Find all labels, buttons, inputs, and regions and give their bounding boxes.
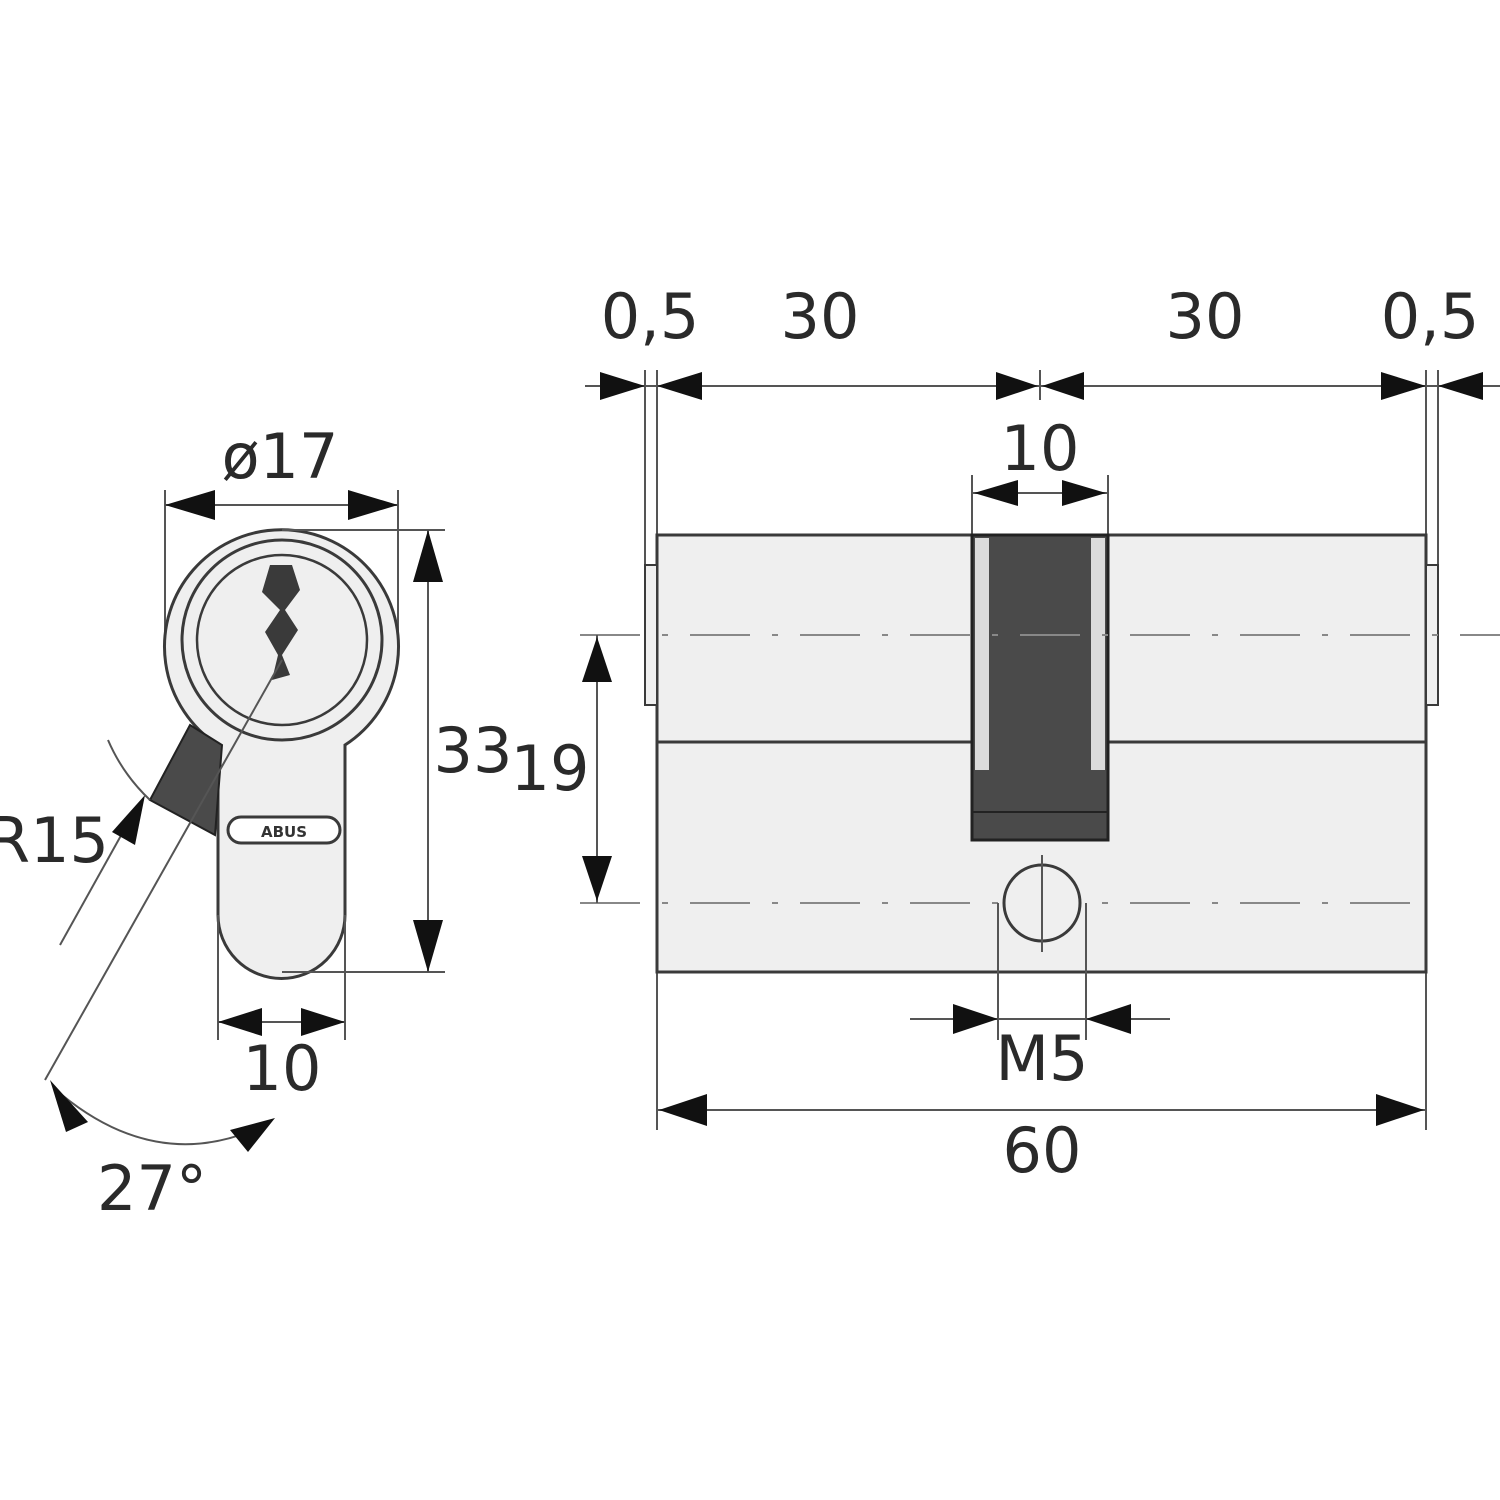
angle-arrow-right [230,1118,275,1152]
plug-inner-ring [195,553,369,727]
angle-ray [44,659,283,1081]
screw-label: M5 [996,1022,1089,1095]
arrow-right-span-end [1381,372,1426,400]
center-distance-label: 19 [511,732,590,805]
tail-arrow-right [301,1008,345,1036]
cam [148,723,224,837]
tail-arrow-left [218,1008,262,1036]
plug-outer-ring [180,538,384,742]
right-offset-label: 0,5 [1381,280,1480,353]
cam-arrow-right [1062,480,1106,506]
total-arrow-left [659,1094,707,1126]
arrow-left-span-start [657,372,702,400]
radius-arrow [112,795,145,845]
screw-arrow-right [1086,1004,1131,1034]
cam-slot-wall-left [975,538,989,770]
total-arrow-right [1376,1094,1424,1126]
height-arrow-top [413,530,443,582]
cylinder-profile [163,528,400,980]
cam-arrow-left [974,480,1018,506]
left-offset-label: 0,5 [601,280,700,353]
cam-slot-wall-right [1091,538,1105,770]
diameter-arrow-left [165,490,215,520]
cam-slot [970,533,1110,842]
diameter-arrow-right [348,490,398,520]
arrow-offset-right-b [1438,372,1483,400]
center-distance-arrow-bottom [582,856,612,901]
side-view: 0,5 30 30 0,5 10 [511,280,1500,1187]
screw-arrow-left [953,1004,998,1034]
total-length-label: 60 [1003,1114,1082,1187]
radius-arc [107,739,151,801]
cam-width-label: 10 [1001,412,1080,485]
radius-label: R15 [0,804,109,877]
arrow-left-span-end [996,372,1038,400]
plug-front-left [644,564,658,706]
front-view: ø17 ABUS 33 10 R15 2 [0,420,512,1225]
angle-arc [61,1094,266,1146]
arrow-offset-left-a [600,372,645,400]
center-distance-arrow-top [582,637,612,682]
keyway [262,565,300,680]
angle-label: 27° [97,1152,207,1225]
arrow-right-span-start [1042,372,1084,400]
left-length-label: 30 [781,280,860,353]
diameter-label: ø17 [222,420,339,493]
brand-mark: ABUS [261,823,307,841]
tail-width-label: 10 [243,1032,322,1105]
angle-arrow-left [50,1080,88,1132]
right-length-label: 30 [1166,280,1245,353]
brand-oval [226,815,342,845]
height-arrow-bottom [413,920,443,972]
height-label: 33 [434,714,513,787]
